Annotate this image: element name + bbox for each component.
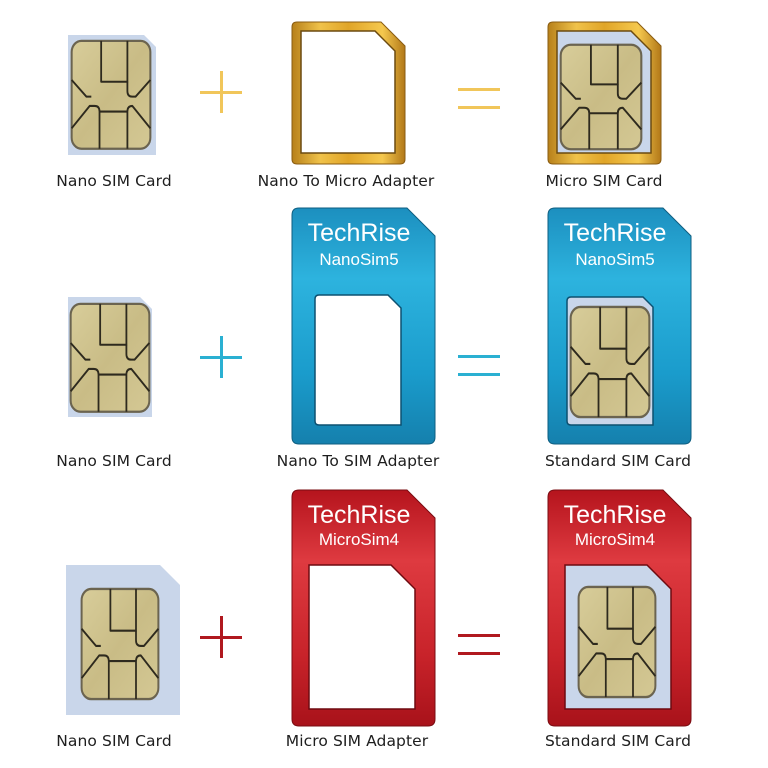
brand-model: MicroSim4 [318,530,400,549]
row1-result-label: Micro SIM Card [545,172,663,190]
brand-name: TechRise [307,501,411,529]
nano-sim-card-icon [64,563,182,717]
nano-sim-card-icon [66,33,158,157]
equals-icon [458,355,500,377]
row2-input-label: Nano SIM Card [56,452,172,470]
row3-result-label: Standard SIM Card [544,732,692,750]
row3-input-label: Nano SIM Card [56,732,172,750]
equals-icon [458,88,500,110]
plus-icon [200,71,242,113]
brand-model: MicroSim4 [574,530,656,549]
equals-icon [458,634,500,656]
brand-model: NanoSim5 [319,250,399,269]
nano-sim-card-icon [66,295,154,419]
row1-input-label: Nano SIM Card [56,172,172,190]
brand-name: TechRise [563,219,667,247]
row2-result-label: Standard SIM Card [544,452,692,470]
brand-name: TechRise [307,219,411,247]
brand-model: NanoSim5 [575,250,655,269]
micro-sim-card-icon [547,21,663,165]
plus-icon [200,336,242,378]
row3-adapter-label: Micro SIM Adapter [285,732,429,750]
gold-micro-adapter-icon [291,21,407,165]
row2-adapter-label: Nano To SIM Adapter [276,452,440,470]
brand-name: TechRise [563,501,667,529]
row1-adapter-label: Nano To Micro Adapter [257,172,435,190]
plus-icon [200,616,242,658]
